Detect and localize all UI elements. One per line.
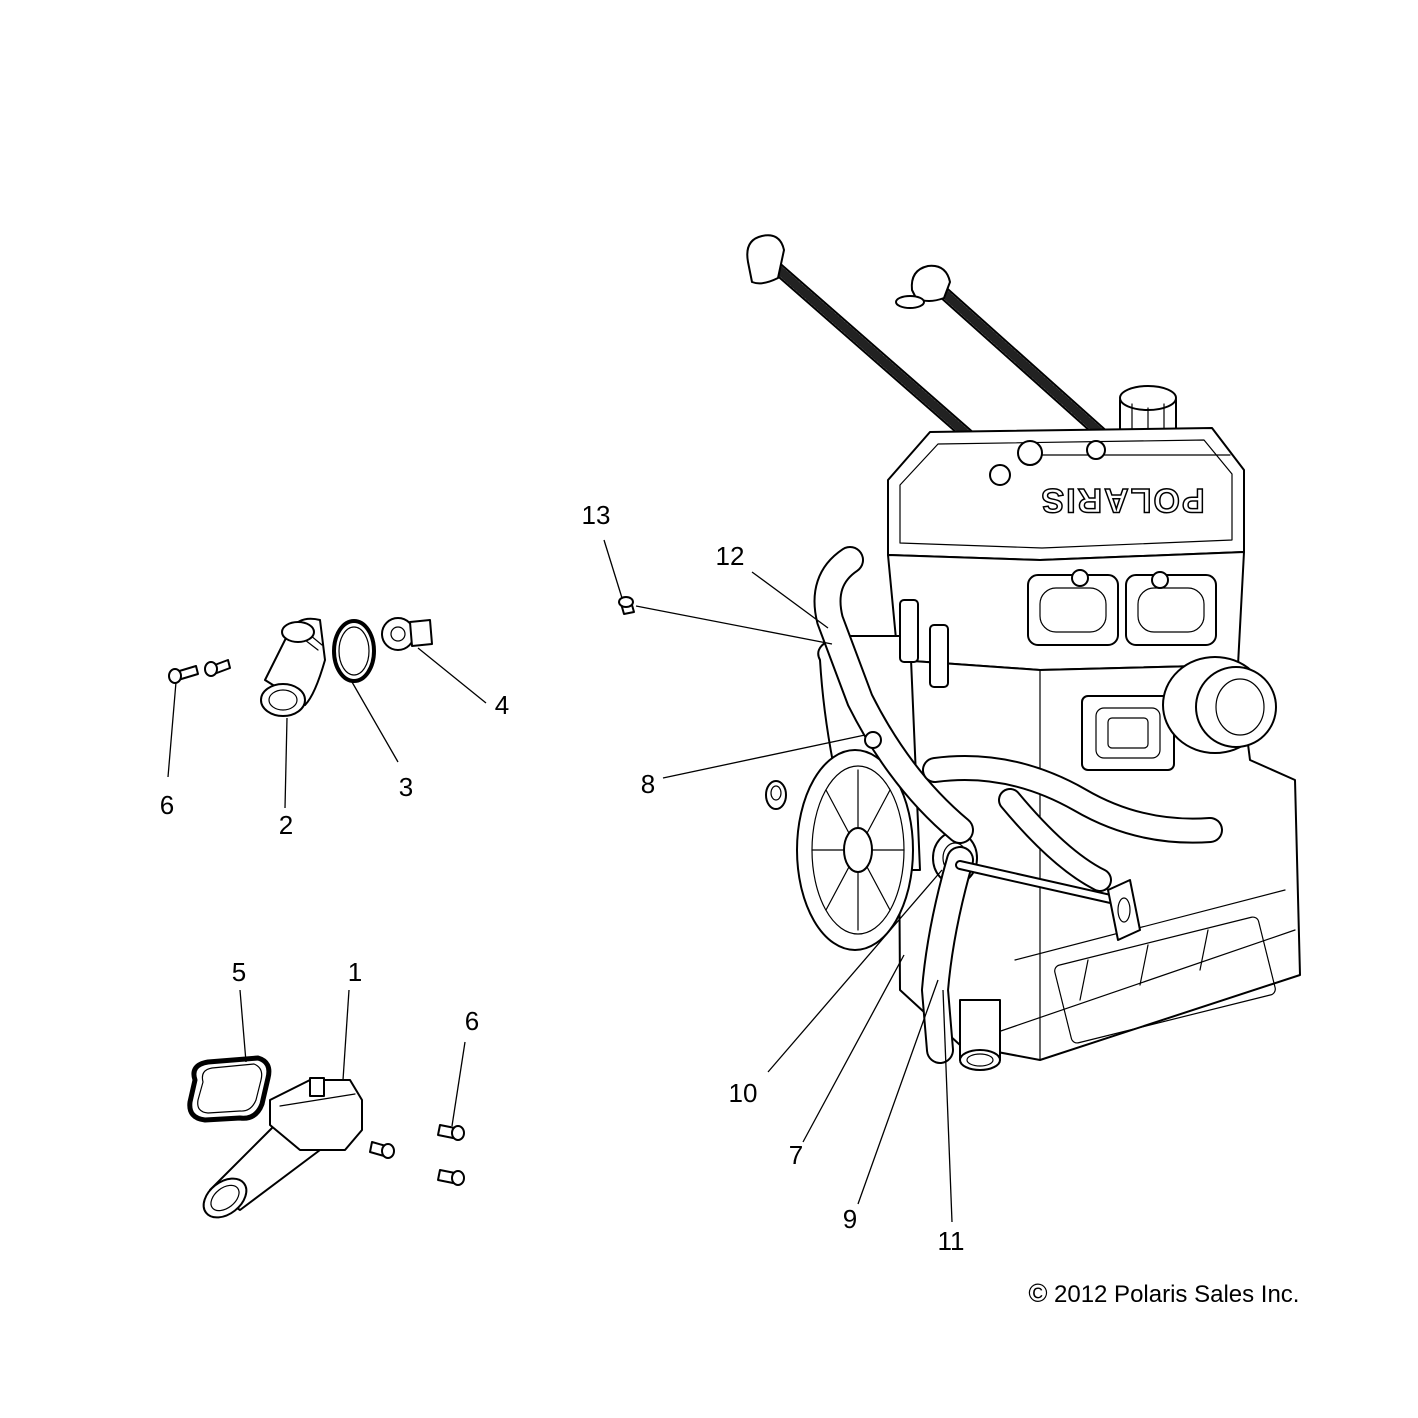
coolant-hose-lower	[920, 846, 974, 1064]
callout-5: 5	[232, 957, 246, 987]
callout-8: 8	[641, 769, 655, 799]
part-4-thermostat	[381, 617, 433, 651]
part-3-o-ring	[332, 619, 376, 683]
callout-9: 9	[843, 1204, 857, 1234]
valve-cover-logo: POLARIS	[1039, 481, 1204, 519]
cylinder-head	[887, 551, 1245, 671]
part-6-bolts-lower	[369, 1124, 465, 1186]
callout-6-upper: 6	[160, 790, 174, 820]
callout-12: 12	[716, 541, 745, 571]
coolant-hose-right	[998, 788, 1112, 892]
leader-lines	[167, 539, 953, 1223]
coolant-hose-cross	[922, 755, 1223, 844]
part-5-gasket	[187, 1055, 272, 1123]
coolant-outlet	[959, 999, 1001, 1071]
callout-6-lower: 6	[465, 1006, 479, 1036]
hose-fitting	[765, 780, 787, 810]
part-13-screw	[618, 596, 635, 615]
callout-2: 2	[279, 810, 293, 840]
breather-tube	[955, 860, 1120, 905]
callout-4: 4	[495, 690, 509, 720]
coolant-hose-upper	[813, 546, 974, 844]
part-6-bolts-upper	[168, 659, 231, 684]
part-2-thermostat-housing	[260, 617, 326, 717]
callout-11: 11	[938, 1226, 965, 1256]
part-1-outlet-housing	[202, 1077, 363, 1219]
sensor-connector	[1107, 879, 1141, 941]
callout-3: 3	[399, 772, 413, 802]
callout-7: 7	[789, 1140, 803, 1170]
valve-cover: POLARIS	[887, 427, 1245, 561]
copyright-symbol: ©	[1028, 1278, 1047, 1308]
callout-1: 1	[348, 957, 362, 987]
callout-13: 13	[582, 500, 611, 530]
callout-labels: 1 2 3 4 5 6 6 7 8 9 10 11 12 13	[160, 500, 965, 1256]
copyright-text: 2012 Polaris Sales Inc.	[1054, 1281, 1299, 1308]
callout-10: 10	[729, 1078, 758, 1108]
oil-cooler	[1081, 695, 1175, 771]
mount-bracket	[864, 599, 949, 749]
copyright-notice: © 2012 Polaris Sales Inc.	[1028, 1278, 1299, 1308]
oil-filter	[1162, 656, 1277, 754]
engine-assembly: POLARIS	[746, 234, 1301, 1071]
